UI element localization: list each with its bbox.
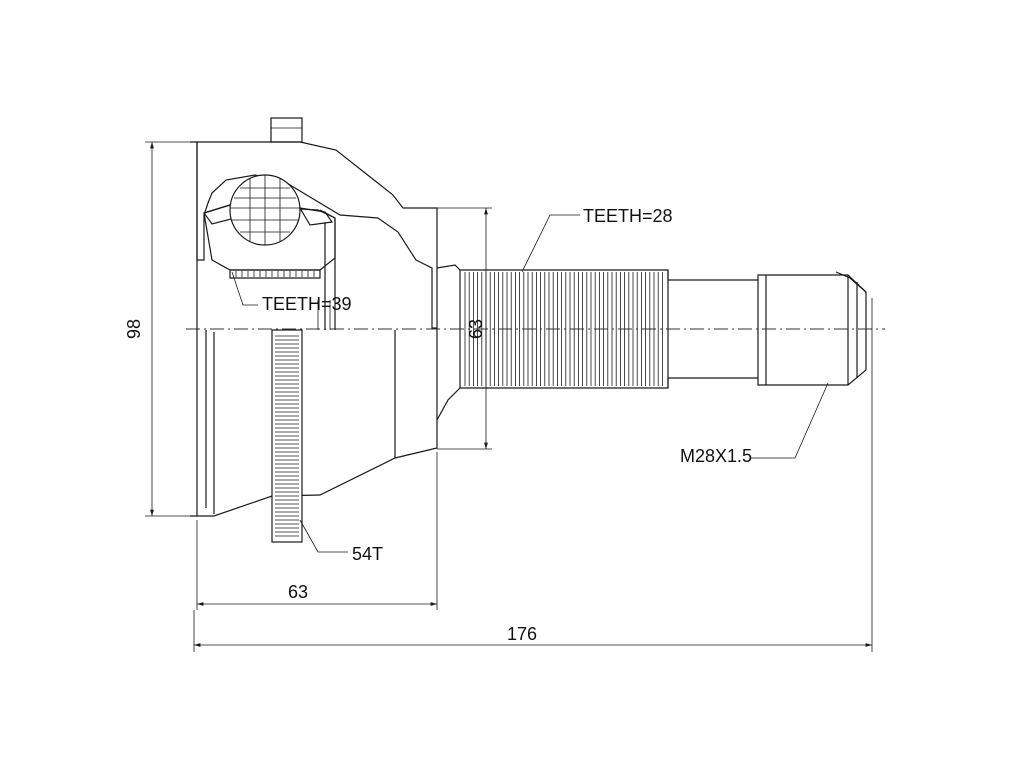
label-54t: 54T: [352, 544, 383, 564]
leader-54t: 54T: [299, 519, 383, 564]
dim-63-length-value: 63: [288, 582, 308, 602]
abs-ring: [271, 329, 303, 543]
dimension-63-length: 63: [196, 452, 438, 610]
dimension-176: 176: [193, 298, 873, 652]
dimension-98: 98: [124, 141, 198, 517]
dim-63-diameter-value: 63: [466, 319, 486, 339]
dimension-63-diameter: 63: [437, 207, 492, 450]
label-teeth-39: TEETH=39: [262, 294, 352, 314]
leader-thread: M28X1.5: [680, 382, 829, 466]
inner-spline-teeth: [235, 271, 315, 277]
leader-teeth-28: TEETH=28: [521, 206, 673, 273]
outer-spline-teeth: [464, 272, 663, 386]
abs-ring-teeth: [275, 335, 299, 537]
dim-176-value: 176: [507, 624, 537, 644]
label-thread: M28X1.5: [680, 446, 752, 466]
dim-98-value: 98: [124, 319, 144, 339]
ball: [229, 174, 301, 246]
bell-housing-section: [196, 117, 438, 329]
label-teeth-28: TEETH=28: [583, 206, 673, 226]
stub-shaft: [436, 264, 867, 421]
leader-teeth-39: TEETH=39: [231, 271, 352, 314]
